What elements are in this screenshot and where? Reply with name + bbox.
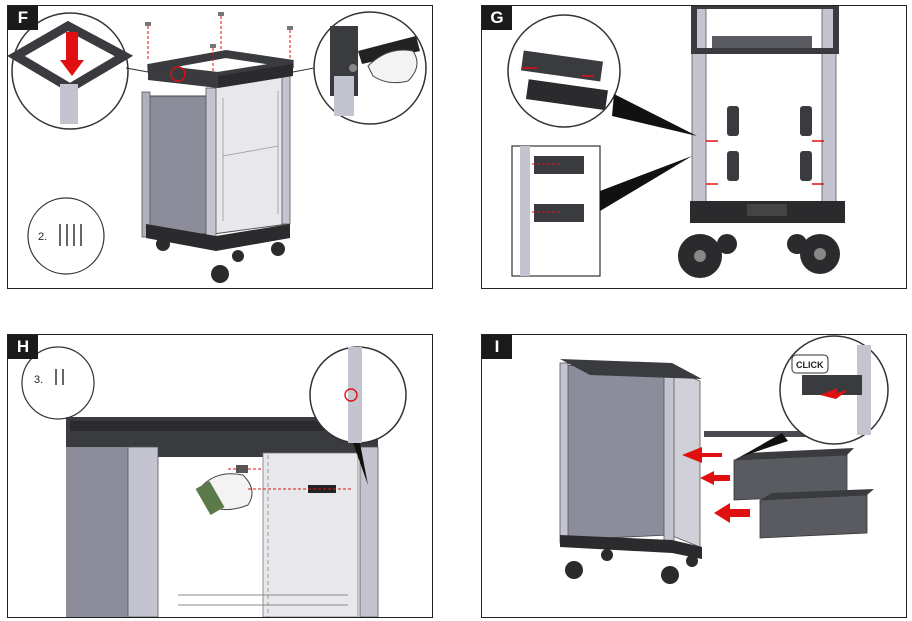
panel-label-f: F <box>8 6 38 30</box>
panel-i: I CLICK <box>481 334 907 618</box>
panel-label-g: G <box>482 6 512 30</box>
panel-g: G <box>481 5 907 289</box>
step-label-h: 3. <box>34 374 43 386</box>
step-label-f: 2. <box>38 231 47 243</box>
panel-label-h: H <box>8 335 38 359</box>
panel-label-i: I <box>482 335 512 359</box>
illustration-i: CLICK <box>559 335 889 584</box>
illustration-g <box>507 6 845 278</box>
illustration-f: 2. <box>8 11 427 283</box>
panel-h: H 3. <box>7 334 433 618</box>
illustration-h: 3. <box>21 346 407 617</box>
click-callout: CLICK <box>796 360 824 370</box>
panel-f: F <box>7 5 433 289</box>
